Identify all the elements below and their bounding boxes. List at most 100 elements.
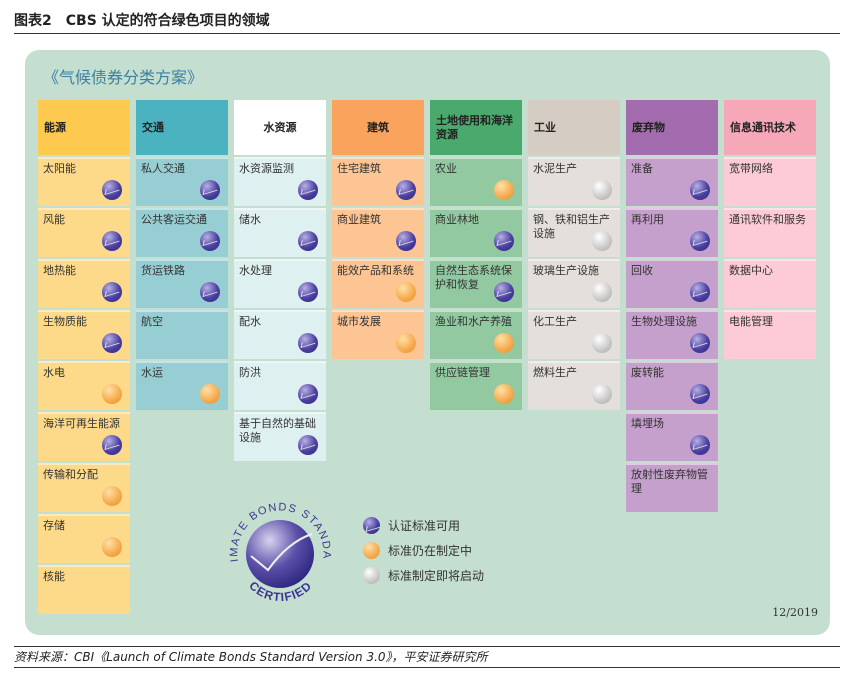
sector-item-label: 渔业和水产养殖 [435, 315, 512, 328]
developing-status-icon [494, 384, 514, 404]
pending-status-icon [592, 333, 612, 353]
sector-item: 宽带网络 [724, 157, 816, 206]
sector-item-label: 储水 [239, 213, 261, 226]
certified-status-icon [102, 180, 122, 200]
sector-column: 建筑住宅建筑商业建筑能效产品和系统城市发展 [332, 100, 424, 359]
sector-item: 数据中心 [724, 259, 816, 308]
sector-item-label: 地热能 [43, 264, 76, 277]
sector-item: 水电 [38, 361, 130, 410]
sector-item: 防洪 [234, 361, 326, 410]
legend: 认证标准可用标准仍在制定中标准制定即将启动 [363, 513, 484, 588]
developing-status-icon [200, 384, 220, 404]
sector-header: 信息通讯技术 [724, 100, 816, 155]
sector-item-label: 海洋可再生能源 [43, 417, 120, 430]
sector-item: 能效产品和系统 [332, 259, 424, 308]
pending-status-icon [592, 282, 612, 302]
sector-item-label: 基于自然的基础设施 [239, 417, 316, 444]
sector-item-label: 回收 [631, 264, 653, 277]
sector-item-label: 航空 [141, 315, 163, 328]
panel-title: 《气候债券分类方案》 [43, 68, 204, 87]
certified-status-icon [298, 435, 318, 455]
sector-item: 传输和分配 [38, 463, 130, 512]
sector-item: 水处理 [234, 259, 326, 308]
sector-item-label: 商业建筑 [337, 213, 381, 226]
sector-item: 通讯软件和服务 [724, 208, 816, 257]
sector-item: 准备 [626, 157, 718, 206]
sector-item: 放射性废弃物管理 [626, 463, 718, 512]
sector-item: 渔业和水产养殖 [430, 310, 522, 359]
pending-status-icon [592, 180, 612, 200]
sector-item-label: 燃料生产 [533, 366, 577, 379]
sector-item: 城市发展 [332, 310, 424, 359]
sector-item-label: 数据中心 [729, 264, 773, 277]
certified-status-icon [690, 282, 710, 302]
sector-item: 风能 [38, 208, 130, 257]
sector-header: 能源 [38, 100, 130, 155]
certified-status-icon [298, 231, 318, 251]
sector-item: 公共客运交通 [136, 208, 228, 257]
sector-item-label: 水电 [43, 366, 65, 379]
sector-item-label: 生物处理设施 [631, 315, 697, 328]
figure-title-text: CBS 认定的符合绿色项目的领域 [65, 13, 270, 29]
sector-item: 钢、铁和铝生产设施 [528, 208, 620, 257]
certified-status-icon [494, 231, 514, 251]
sector-item-label: 住宅建筑 [337, 162, 381, 175]
climate-bonds-certified-logo: CLIMATE BONDS STANDARD CERTIFIED [213, 481, 343, 619]
legend-item: 标准仍在制定中 [363, 538, 484, 563]
sector-item-label: 城市发展 [337, 315, 381, 328]
sector-item: 基于自然的基础设施 [234, 412, 326, 461]
taxonomy-panel: 《气候债券分类方案》 能源太阳能风能地热能生物质能水电海洋可再生能源传输和分配存… [25, 50, 830, 635]
certified-status-icon [363, 517, 380, 534]
legend-label: 标准仍在制定中 [388, 544, 473, 558]
sector-column: 工业水泥生产钢、铁和铝生产设施玻璃生产设施化工生产燃料生产 [528, 100, 620, 410]
sector-header: 土地使用和海洋资源 [430, 100, 522, 155]
certified-status-icon [102, 333, 122, 353]
sector-header: 建筑 [332, 100, 424, 155]
sector-header: 交通 [136, 100, 228, 155]
sector-item: 农业 [430, 157, 522, 206]
sector-item-label: 放射性废弃物管理 [631, 468, 708, 495]
sector-item: 水运 [136, 361, 228, 410]
sector-item-label: 太阳能 [43, 162, 76, 175]
sector-item-label: 填埋场 [631, 417, 664, 430]
sector-item: 储水 [234, 208, 326, 257]
sector-item-label: 化工生产 [533, 315, 577, 328]
certified-status-icon [298, 180, 318, 200]
sector-item: 燃料生产 [528, 361, 620, 410]
sector-item: 地热能 [38, 259, 130, 308]
sector-item-label: 废转能 [631, 366, 664, 379]
developing-status-icon [494, 180, 514, 200]
sector-item: 生物质能 [38, 310, 130, 359]
sector-item-label: 风能 [43, 213, 65, 226]
sector-header: 废弃物 [626, 100, 718, 155]
date-label: 12/2019 [772, 606, 818, 619]
developing-status-icon [102, 384, 122, 404]
sector-column: 废弃物准备再利用回收生物处理设施废转能填埋场放射性废弃物管理 [626, 100, 718, 512]
developing-status-icon [102, 486, 122, 506]
developing-status-icon [102, 537, 122, 557]
sector-item-label: 公共客运交通 [141, 213, 207, 226]
sector-header: 水资源 [234, 100, 326, 155]
sector-item: 住宅建筑 [332, 157, 424, 206]
sector-item: 商业林地 [430, 208, 522, 257]
certified-status-icon [298, 333, 318, 353]
certified-status-icon [298, 282, 318, 302]
sector-column: 土地使用和海洋资源农业商业林地自然生态系统保护和恢复渔业和水产养殖供应链管理 [430, 100, 522, 410]
certified-status-icon [396, 180, 416, 200]
developing-status-icon [494, 333, 514, 353]
certified-status-icon [200, 282, 220, 302]
certified-status-icon [494, 282, 514, 302]
sector-item: 商业建筑 [332, 208, 424, 257]
developing-status-icon [396, 333, 416, 353]
certified-status-icon [690, 435, 710, 455]
sector-item: 货运铁路 [136, 259, 228, 308]
sector-item: 存储 [38, 514, 130, 563]
legend-item: 标准制定即将启动 [363, 563, 484, 588]
sector-item-label: 钢、铁和铝生产设施 [533, 213, 610, 240]
developing-status-icon [363, 542, 380, 559]
sector-item-label: 水资源监测 [239, 162, 294, 175]
sector-header: 工业 [528, 100, 620, 155]
sector-item-label: 供应链管理 [435, 366, 490, 379]
legend-label: 标准制定即将启动 [388, 569, 485, 583]
